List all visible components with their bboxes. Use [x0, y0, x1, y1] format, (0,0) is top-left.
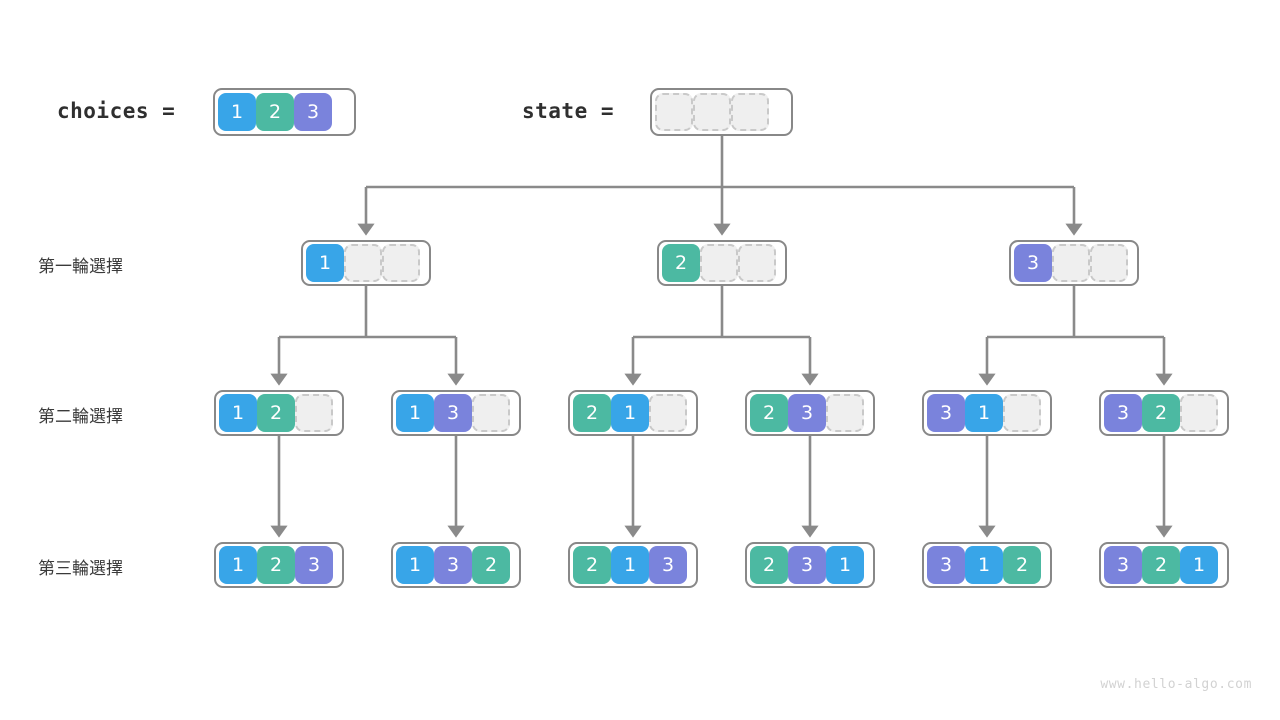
choices-label: choices =: [57, 99, 176, 123]
cell-value: 1: [396, 546, 434, 584]
cell-value: 3: [649, 546, 687, 584]
cell-value: 2: [257, 546, 295, 584]
cell-empty: [655, 93, 693, 131]
cell-empty: [693, 93, 731, 131]
cell-empty: [649, 394, 687, 432]
row-label-round-1: 第一輪選擇: [38, 257, 123, 277]
state-array: [650, 88, 793, 136]
cell-value: 1: [965, 546, 1003, 584]
cell-value: 2: [472, 546, 510, 584]
cell-value: 3: [788, 546, 826, 584]
tree-node-array: 3: [1009, 240, 1139, 286]
cell-value: 1: [1180, 546, 1218, 584]
cell-value: 1: [826, 546, 864, 584]
cell-value: 2: [662, 244, 700, 282]
cell-empty: [382, 244, 420, 282]
cell-empty: [295, 394, 333, 432]
cell-empty: [344, 244, 382, 282]
cell-value: 2: [573, 546, 611, 584]
cell-value: 2: [1142, 394, 1180, 432]
watermark: www.hello-algo.com: [1100, 677, 1252, 692]
cell-empty: [700, 244, 738, 282]
row-label-round-3: 第三輪選擇: [38, 559, 123, 579]
cell-value: 3: [295, 546, 333, 584]
cell-value: 2: [750, 546, 788, 584]
tree-node-array: 1: [301, 240, 431, 286]
cell-value: 3: [434, 546, 472, 584]
cell-empty: [731, 93, 769, 131]
cell-value: 3: [927, 546, 965, 584]
state-label: state =: [522, 99, 615, 123]
cell-value: 1: [965, 394, 1003, 432]
cell-value: 1: [396, 394, 434, 432]
cell-value: 1: [219, 546, 257, 584]
cell-value: 3: [927, 394, 965, 432]
cell-empty: [1090, 244, 1128, 282]
cell-value: 1: [306, 244, 344, 282]
cell-empty: [826, 394, 864, 432]
row-label-round-2: 第二輪選擇: [38, 407, 123, 427]
cell-empty: [1052, 244, 1090, 282]
cell-value: 2: [256, 93, 294, 131]
cell-value: 2: [1142, 546, 1180, 584]
tree-node-array: 2: [657, 240, 787, 286]
cell-value: 1: [218, 93, 256, 131]
cell-empty: [1003, 394, 1041, 432]
cell-value: 1: [611, 546, 649, 584]
cell-value: 3: [1104, 394, 1142, 432]
cell-value: 1: [611, 394, 649, 432]
cell-value: 3: [788, 394, 826, 432]
cell-value: 3: [294, 93, 332, 131]
cell-value: 3: [1104, 546, 1142, 584]
cell-empty: [738, 244, 776, 282]
cell-value: 2: [750, 394, 788, 432]
cell-value: 2: [573, 394, 611, 432]
cell-value: 2: [1003, 546, 1041, 584]
cell-value: 2: [257, 394, 295, 432]
cell-value: 3: [1014, 244, 1052, 282]
cell-empty: [472, 394, 510, 432]
cell-value: 1: [219, 394, 257, 432]
cell-empty: [1180, 394, 1218, 432]
cell-value: 3: [434, 394, 472, 432]
